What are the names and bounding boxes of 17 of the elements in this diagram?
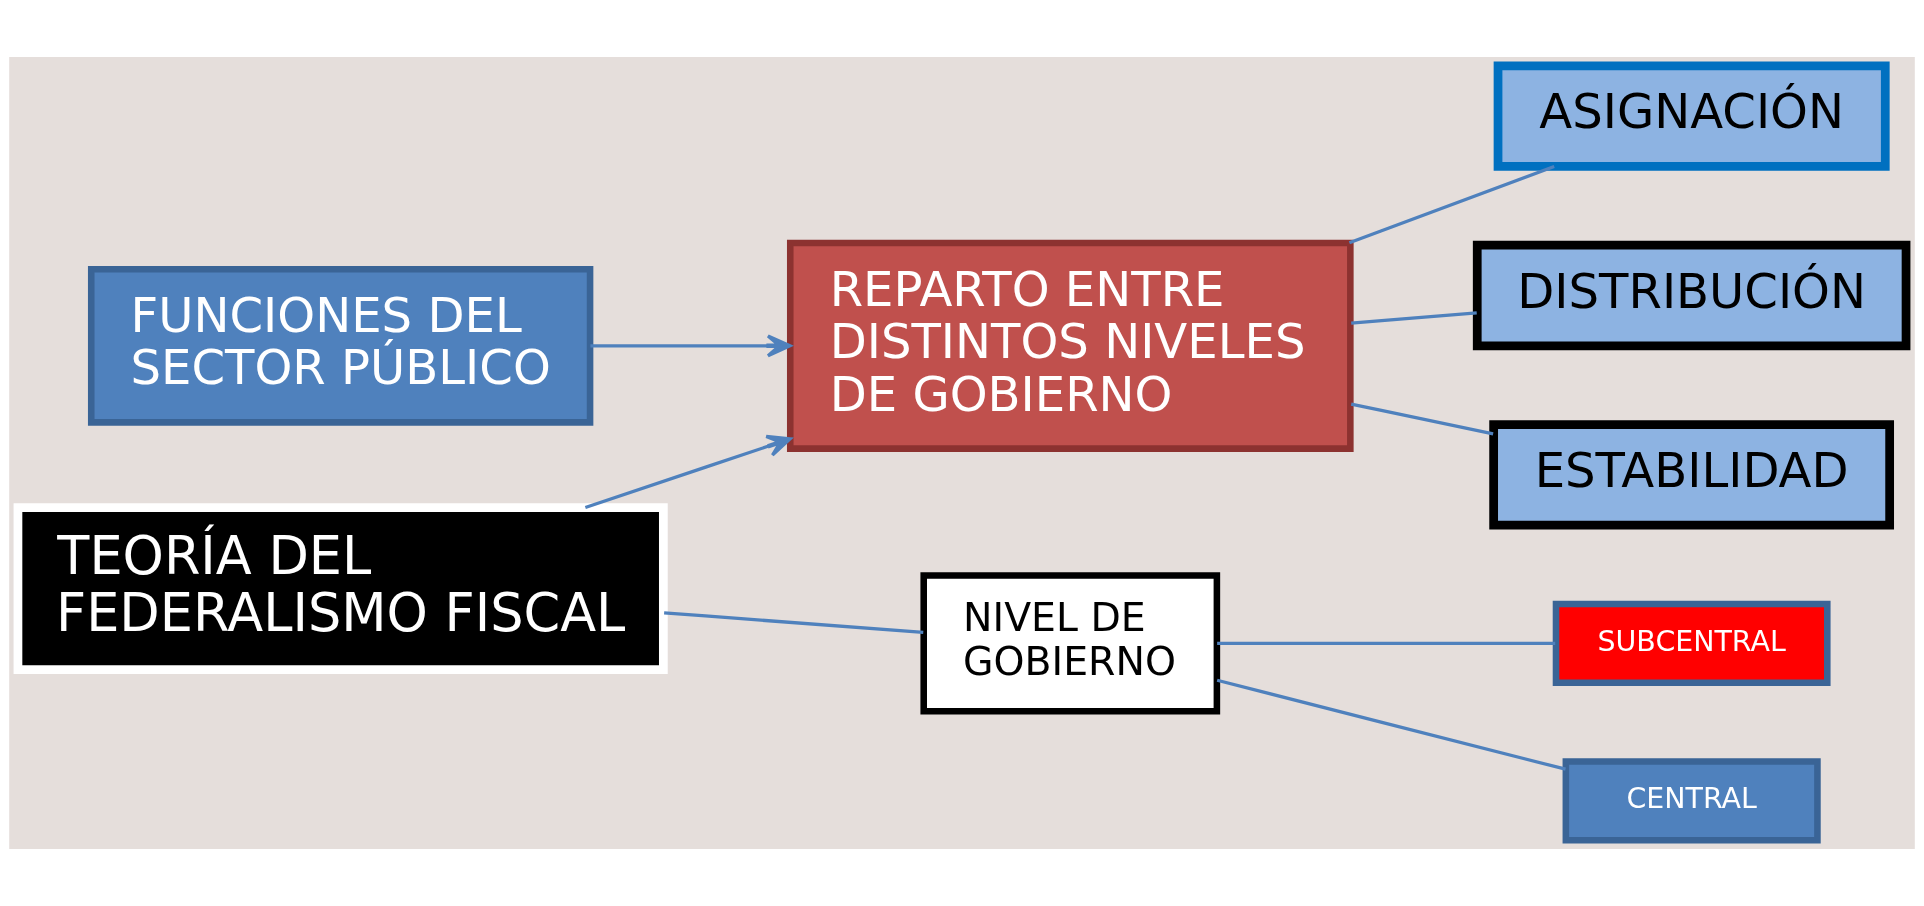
- arrow: [590, 334, 792, 358]
- connector: [1216, 678, 1566, 771]
- node-box: FUNCIONES DEL SECTOR PÚBLICO: [87, 265, 594, 426]
- connector: [1350, 402, 1494, 436]
- node-box: SUBCENTRAL: [1552, 600, 1831, 686]
- node-box: TEORÍA DEL FEDERALISMO FISCAL: [13, 503, 668, 674]
- connector: [1217, 641, 1556, 645]
- connector: [664, 611, 924, 635]
- arrow: [584, 434, 792, 509]
- node-box: REPARTO ENTRE DISTINTOS NIVELES DE GOBIERNO: [786, 239, 1354, 452]
- node-box: DISTRIBUCIÓN: [1472, 240, 1911, 351]
- connector: [1351, 311, 1477, 325]
- connector: [1348, 164, 1555, 245]
- node-box: NIVEL DE GOBIERNO: [920, 572, 1221, 715]
- node-box: ESTABILIDAD: [1489, 420, 1895, 530]
- node-box: CENTRAL: [1562, 758, 1821, 844]
- node-box: ASIGNACIÓN: [1493, 61, 1890, 171]
